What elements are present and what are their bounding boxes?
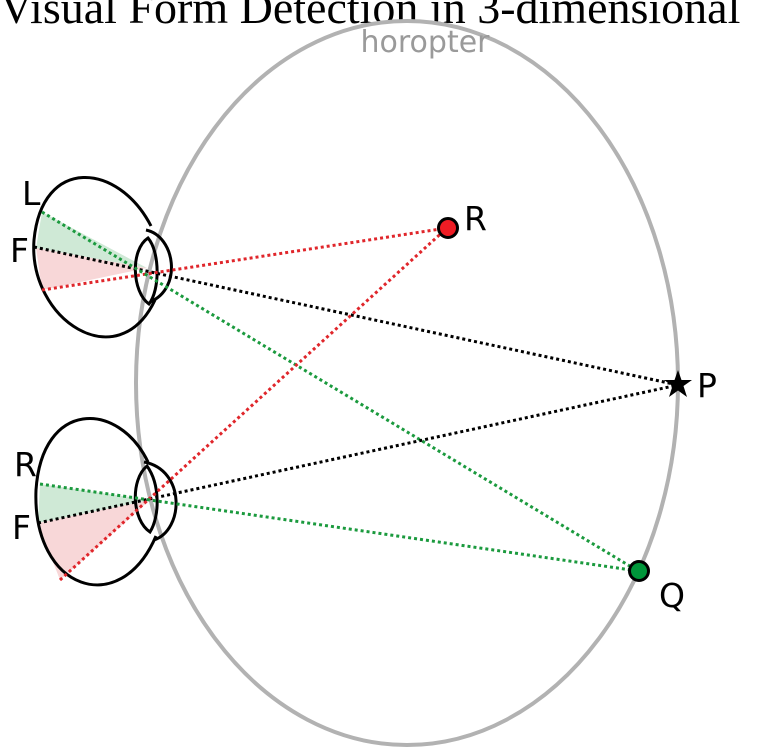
- upper-eye-line-to-R: [41, 226, 448, 292]
- lower-eye-line-to-R: [58, 226, 449, 582]
- upper-eye: [32, 176, 173, 339]
- point-P-star: [664, 370, 692, 397]
- point-Q-marker: [628, 560, 650, 582]
- lower-eye-line-to-P: [37, 383, 679, 525]
- point-R-label: R: [464, 199, 487, 238]
- point-R-marker: [437, 217, 459, 239]
- lower-eye-ball: [34, 417, 158, 587]
- lower-eye-green-wedge: [38, 484, 150, 523]
- lower-eye-line-to-Q: [39, 482, 639, 573]
- upper-eye-line-to-Q: [41, 210, 639, 573]
- upper-eye-F-label: F: [10, 231, 29, 270]
- upper-eye-lens: [133, 236, 159, 307]
- upper-eye-red-wedge: [36, 248, 147, 290]
- upper-eye-L-label: L: [22, 174, 41, 213]
- horopter-diagram: horopter R P Q L F R F: [10, 19, 717, 747]
- upper-eye-cornea: [145, 228, 173, 304]
- upper-eye-line-to-P: [33, 245, 679, 387]
- upper-eye-ball: [32, 176, 157, 339]
- lower-eye-cornea: [143, 460, 178, 542]
- lower-eye-F-label: F: [12, 508, 31, 547]
- horopter-circle: [134, 19, 680, 747]
- lower-eye-R-label: R: [14, 445, 37, 484]
- lower-eye-red-wedge: [38, 500, 150, 580]
- point-Q-label: Q: [659, 576, 685, 615]
- lower-eye-lens: [133, 463, 159, 535]
- lower-eye: [34, 417, 178, 587]
- point-P-label: P: [697, 366, 717, 405]
- page-title: Visual Form Detection in 3-dimensional: [0, 0, 741, 33]
- horopter-label: horopter: [361, 25, 491, 60]
